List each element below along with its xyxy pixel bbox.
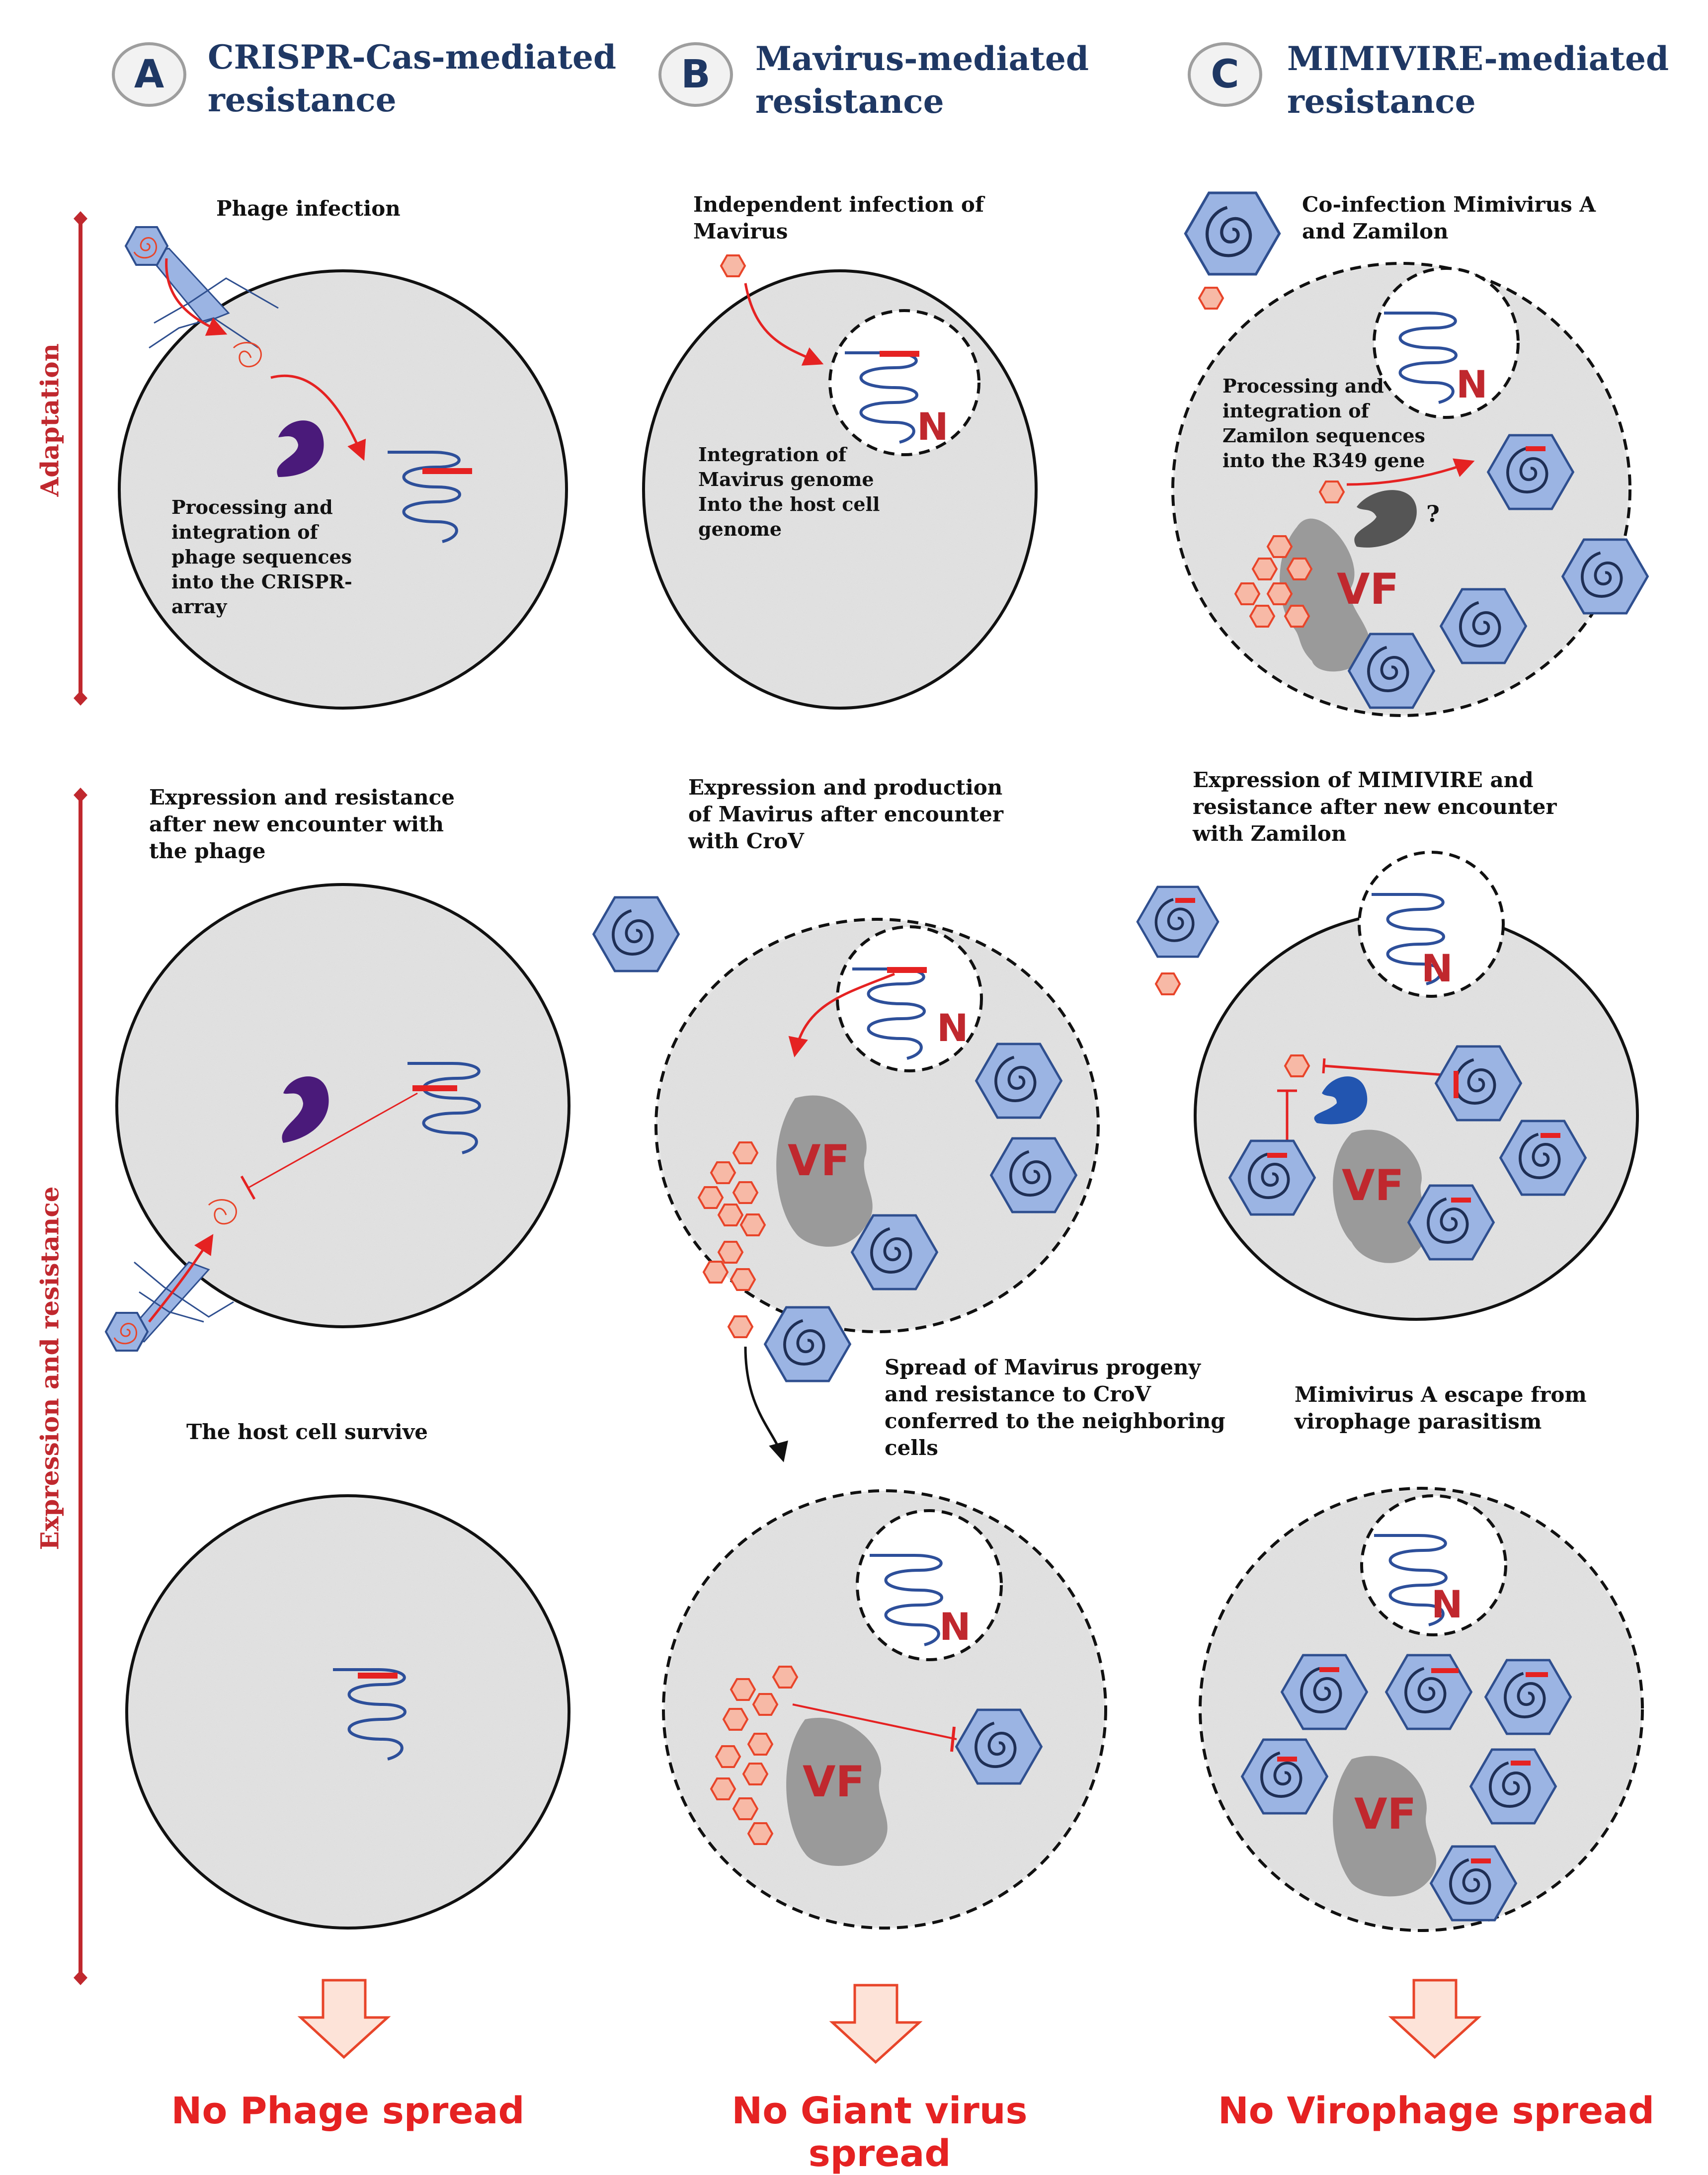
zamilon-icon <box>1319 481 1345 503</box>
nucleus-label: N <box>917 404 949 449</box>
caption-c1: Co-infection Mimivirus A and Zamilon <box>1302 192 1596 243</box>
cell-c-adaptation <box>1171 193 1648 717</box>
expression-timeline <box>74 788 87 1985</box>
viral-factory-label: VF <box>803 1757 865 1807</box>
nucleus-b1 <box>828 309 980 456</box>
nucleus-c2 <box>1358 851 1505 998</box>
inhibition-line <box>1324 1064 1457 1077</box>
column-b-letter: B <box>681 52 711 97</box>
viral-factory-b3 <box>786 1717 888 1866</box>
caption-b1-integration: Integration of Mavirus genome Into the h… <box>698 443 880 540</box>
unknown-mark: ? <box>1426 500 1440 527</box>
phage-dna-icon <box>208 1199 237 1225</box>
phage-particle-icon <box>105 1312 149 1352</box>
column-b-badge: B <box>658 42 733 107</box>
caption-a1: Phage infection <box>216 196 401 221</box>
viral-factory-b2 <box>776 1095 873 1247</box>
cas-protein-icon <box>277 420 324 477</box>
caption-b2: Expression and production of Mavirus aft… <box>688 775 1004 853</box>
expression-resistance-label: Expression and resistance <box>35 1186 65 1550</box>
caption-a2: Expression and resistance after new enco… <box>149 785 455 863</box>
mimivirus-icon <box>1138 887 1218 957</box>
viral-factory-label: VF <box>788 1136 850 1186</box>
zamilon-icon <box>1198 287 1224 310</box>
column-c-badge: C <box>1188 42 1262 107</box>
inhibition-line <box>248 1092 418 1189</box>
caption-a1-process: Processing and integration of phage sequ… <box>171 496 352 618</box>
cell-b-adaptation <box>642 254 1038 710</box>
caption-c3: Mimivirus A escape from virophage parasi… <box>1295 1382 1587 1434</box>
viral-factory-c2 <box>1333 1129 1428 1263</box>
phage-dna-icon <box>233 342 262 368</box>
cas-protein-icon <box>282 1076 329 1143</box>
viral-factory-c1 <box>1280 518 1370 672</box>
outcome-b: No Giant virus spread <box>732 2090 1028 2175</box>
column-c-letter: C <box>1211 52 1239 97</box>
inhibition-line <box>792 1703 957 1740</box>
nucleus-b2 <box>836 925 983 1072</box>
viral-factory-label: VF <box>1354 1789 1416 1839</box>
spread-arrow <box>744 1346 788 1462</box>
nucleus-label: N <box>937 1006 969 1050</box>
cell-c-escape <box>1199 1487 1644 1932</box>
column-a-badge: A <box>112 42 186 107</box>
outcome-c: No Virophage spread <box>1218 2090 1655 2132</box>
adaptation-label: Adaptation <box>35 343 65 497</box>
nucleus-label: N <box>1431 1582 1463 1626</box>
cell-b-expression <box>594 897 1100 1333</box>
crov-icon <box>594 897 679 971</box>
column-c-title: MIMIVIRE-mediated resistance <box>1287 39 1669 121</box>
cell-a-adaptation <box>118 226 568 710</box>
outcome-arrow-b <box>829 1984 923 2064</box>
zamilon-icon <box>1284 1054 1310 1077</box>
nucleus-b3 <box>856 1509 1003 1661</box>
nucleus-label: N <box>939 1605 971 1649</box>
caption-b3: Spread of Mavirus progeny and resistance… <box>885 1355 1225 1460</box>
viral-factory-label: VF <box>1342 1161 1404 1210</box>
cell-a-survive <box>125 1494 570 1930</box>
phage-particle-icon <box>125 226 168 266</box>
column-a-title: CRISPR-Cas-mediated resistance <box>208 38 617 119</box>
outcome-arrow-a <box>297 1979 391 2059</box>
caption-c1-process: Processing and integration of Zamilon se… <box>1222 375 1425 472</box>
nucleus-c3 <box>1360 1494 1507 1636</box>
cell-a-expression <box>105 883 570 1352</box>
nucleus-label: N <box>1456 362 1488 406</box>
outcome-a: No Phage spread <box>171 2090 525 2132</box>
mimivire-complex-icon <box>1314 1076 1368 1125</box>
zamilon-icon <box>1155 972 1181 995</box>
column-a-letter: A <box>134 52 164 97</box>
unknown-processing-icon <box>1354 490 1417 548</box>
viral-factory-label: VF <box>1337 564 1399 614</box>
caption-b1: Independent infection of Mavirus <box>693 192 984 243</box>
adaptation-timeline <box>74 211 87 706</box>
column-b-title: Mavirus-mediated resistance <box>755 39 1089 121</box>
caption-a3: The host cell survive <box>186 1420 428 1444</box>
nucleus-c1 <box>1373 267 1520 419</box>
viral-factory-c3 <box>1333 1756 1437 1897</box>
mimivirus-icon <box>1186 193 1280 274</box>
cell-b-resistant <box>662 1489 1107 1930</box>
mavirus-progeny-icon <box>728 1315 753 1338</box>
nucleus-label: N <box>1421 946 1453 990</box>
mavirus-particle-icon <box>720 254 746 277</box>
cell-c-expression <box>1194 851 1639 1321</box>
caption-c2: Expression of MIMIVIRE and resistance af… <box>1193 768 1557 846</box>
outcome-arrow-c <box>1388 1979 1482 2059</box>
